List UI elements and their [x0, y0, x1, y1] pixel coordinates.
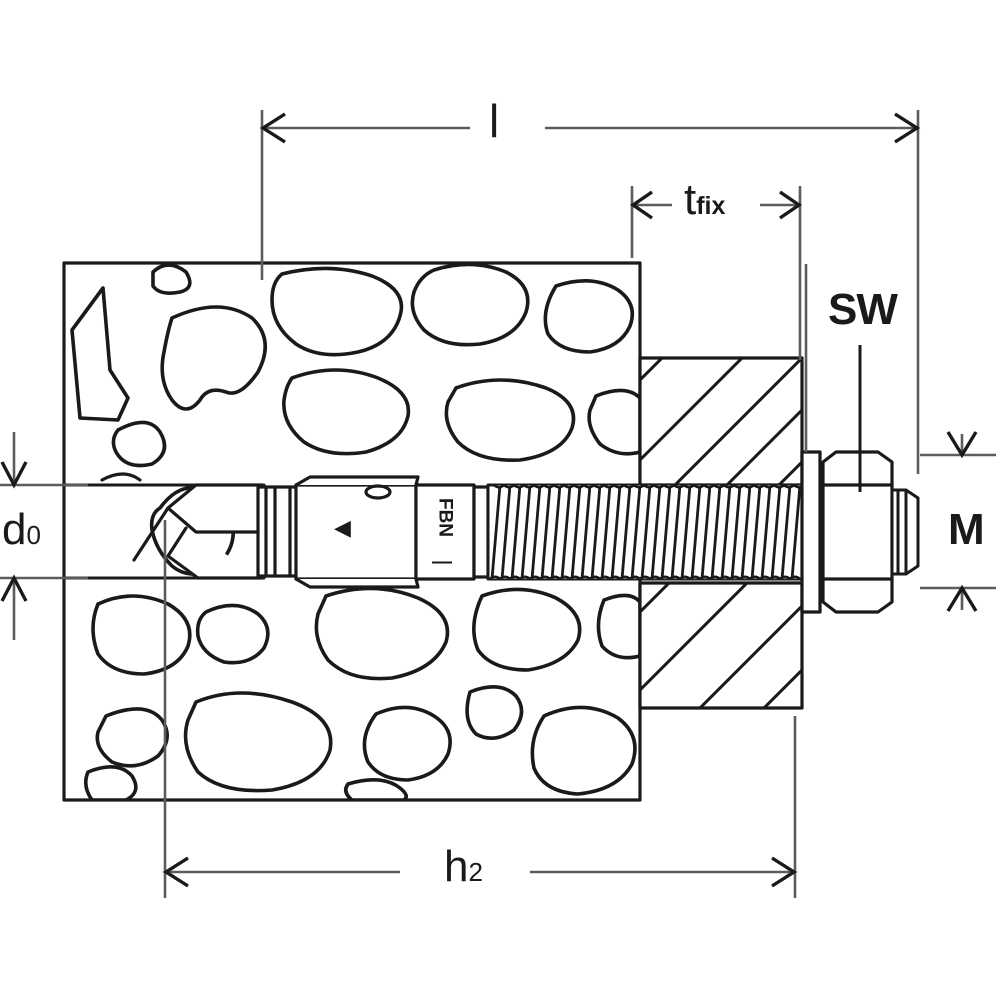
fixture-steel-plate	[638, 356, 804, 710]
hex-nut	[821, 450, 894, 614]
thread-profile	[488, 483, 806, 581]
dimension-fixture-thickness	[629, 186, 803, 360]
arrowhead	[629, 190, 803, 220]
aggregate-stones	[70, 263, 640, 800]
label-text-h: h	[444, 842, 469, 891]
anchor-brand-block	[414, 483, 490, 581]
label-subscript-zero: 0	[26, 520, 41, 550]
brand-text-fbn: FBN	[434, 497, 456, 538]
label-text-t: t	[684, 175, 697, 224]
dimension-label-fixture-thickness: tfix	[684, 178, 725, 222]
wedge-anchor-bolt	[132, 450, 920, 614]
arrowhead	[0, 461, 28, 602]
anchor-brand-marking: FBN	[428, 492, 462, 550]
thread-stub	[890, 488, 920, 576]
hatch-lines-upper	[640, 358, 802, 485]
arrowhead	[162, 856, 798, 888]
dimension-label-length: l	[489, 95, 500, 147]
anchor-body	[294, 475, 420, 589]
dimension-label-thread-size: M	[948, 505, 985, 554]
washer	[800, 450, 822, 614]
hatch-lines-lower	[640, 583, 802, 708]
label-text-d: d	[2, 505, 27, 554]
dimension-label-wrench-size: SW	[828, 285, 898, 334]
label-subscript-fix: fix	[696, 192, 726, 220]
anchor-dash-marking: —	[432, 551, 452, 573]
dimension-hole-depth	[162, 520, 798, 898]
dimension-label-hole-diameter: d0	[2, 508, 41, 552]
label-subscript-two: 2	[468, 857, 483, 887]
dimension-overall-length	[259, 110, 921, 474]
threaded-shank	[486, 483, 806, 581]
expansion-sleeve	[256, 485, 300, 578]
dimension-label-hole-depth: h2	[444, 845, 483, 889]
arrowhead	[946, 431, 978, 612]
dimension-wrench-size-leader	[804, 264, 862, 492]
anchor-arrow-marking: ◀	[334, 515, 351, 540]
dimension-thread-diameter	[920, 431, 996, 612]
dimension-hole-diameter	[0, 432, 88, 640]
anchor-cone-tip	[132, 483, 264, 580]
arrowhead	[259, 112, 921, 144]
